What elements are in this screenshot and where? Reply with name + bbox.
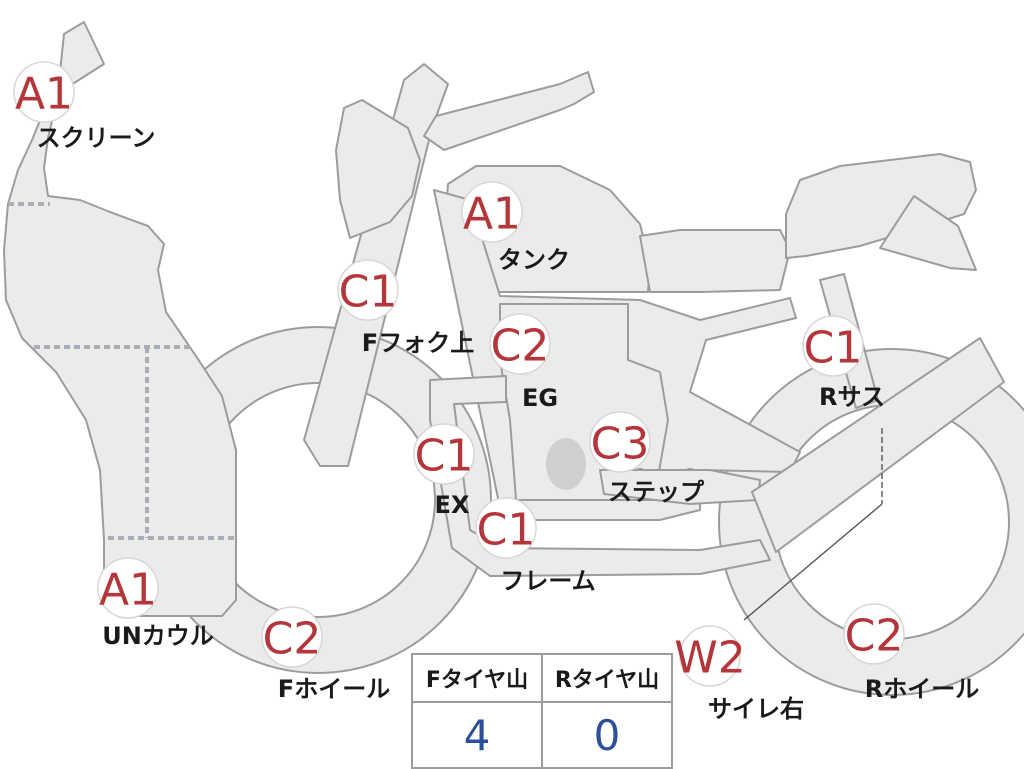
badge-code: W2 <box>674 633 746 684</box>
badge-code: C3 <box>591 419 650 470</box>
badge-code: A1 <box>15 69 73 120</box>
badge-code: C1 <box>339 267 398 318</box>
rear-tread-header: Rタイヤ山 <box>541 653 673 703</box>
part-label: サイレ右 <box>708 695 804 723</box>
badge-code: C1 <box>415 431 474 482</box>
badge-code: C2 <box>845 611 904 662</box>
part-label: UNカウル <box>102 622 214 650</box>
badge-circle <box>261 606 323 668</box>
badge-circle <box>413 423 475 485</box>
badge-circle <box>475 497 537 559</box>
badge-code: A1 <box>463 189 521 240</box>
part-label: スクリーン <box>37 124 156 152</box>
motorcycle-body <box>3 21 1024 696</box>
tire-tread-value-row: 4 0 <box>411 701 673 769</box>
seat-shape <box>639 229 791 293</box>
rear-tread-value: 0 <box>541 701 673 769</box>
handlebar-shape <box>423 71 595 151</box>
badge-circle <box>679 625 741 687</box>
badge-code: C2 <box>263 614 322 665</box>
badge-circle <box>97 557 159 619</box>
exhaust-pipe-shape <box>429 375 771 577</box>
part-label: Fホイール <box>278 675 390 703</box>
part-label: Fフォク上 <box>362 329 474 357</box>
tire-tread-table: Fタイヤ山 Rタイヤ山 4 0 <box>411 653 673 769</box>
tail-shape <box>785 153 977 259</box>
badge-code: C1 <box>477 505 536 556</box>
badge-circle <box>337 259 399 321</box>
part-label: EX <box>435 491 470 519</box>
badge-circle <box>461 181 523 243</box>
badge-circle <box>802 315 864 377</box>
badge-code: A1 <box>99 565 157 616</box>
part-label: Rサス <box>819 383 885 411</box>
silencer-shape <box>751 337 1005 553</box>
badge-circle <box>843 603 905 665</box>
tire-tread-header-row: Fタイヤ山 Rタイヤ山 <box>411 653 673 703</box>
badge-code: C1 <box>804 323 863 374</box>
part-label: ステップ <box>608 478 705 506</box>
front-tread-header: Fタイヤ山 <box>411 653 543 703</box>
front-tread-value: 4 <box>411 701 543 769</box>
part-label: EG <box>522 384 558 412</box>
badge-code: C2 <box>491 321 550 372</box>
badge-circle <box>589 411 651 473</box>
part-label: タンク <box>498 246 570 274</box>
part-label: フレーム <box>500 567 595 595</box>
cowl-shape <box>3 21 237 617</box>
badge-circle <box>489 313 551 375</box>
headlight-shape <box>335 99 421 239</box>
part-label: Rホイール <box>865 675 979 703</box>
badge-circle <box>13 61 75 123</box>
